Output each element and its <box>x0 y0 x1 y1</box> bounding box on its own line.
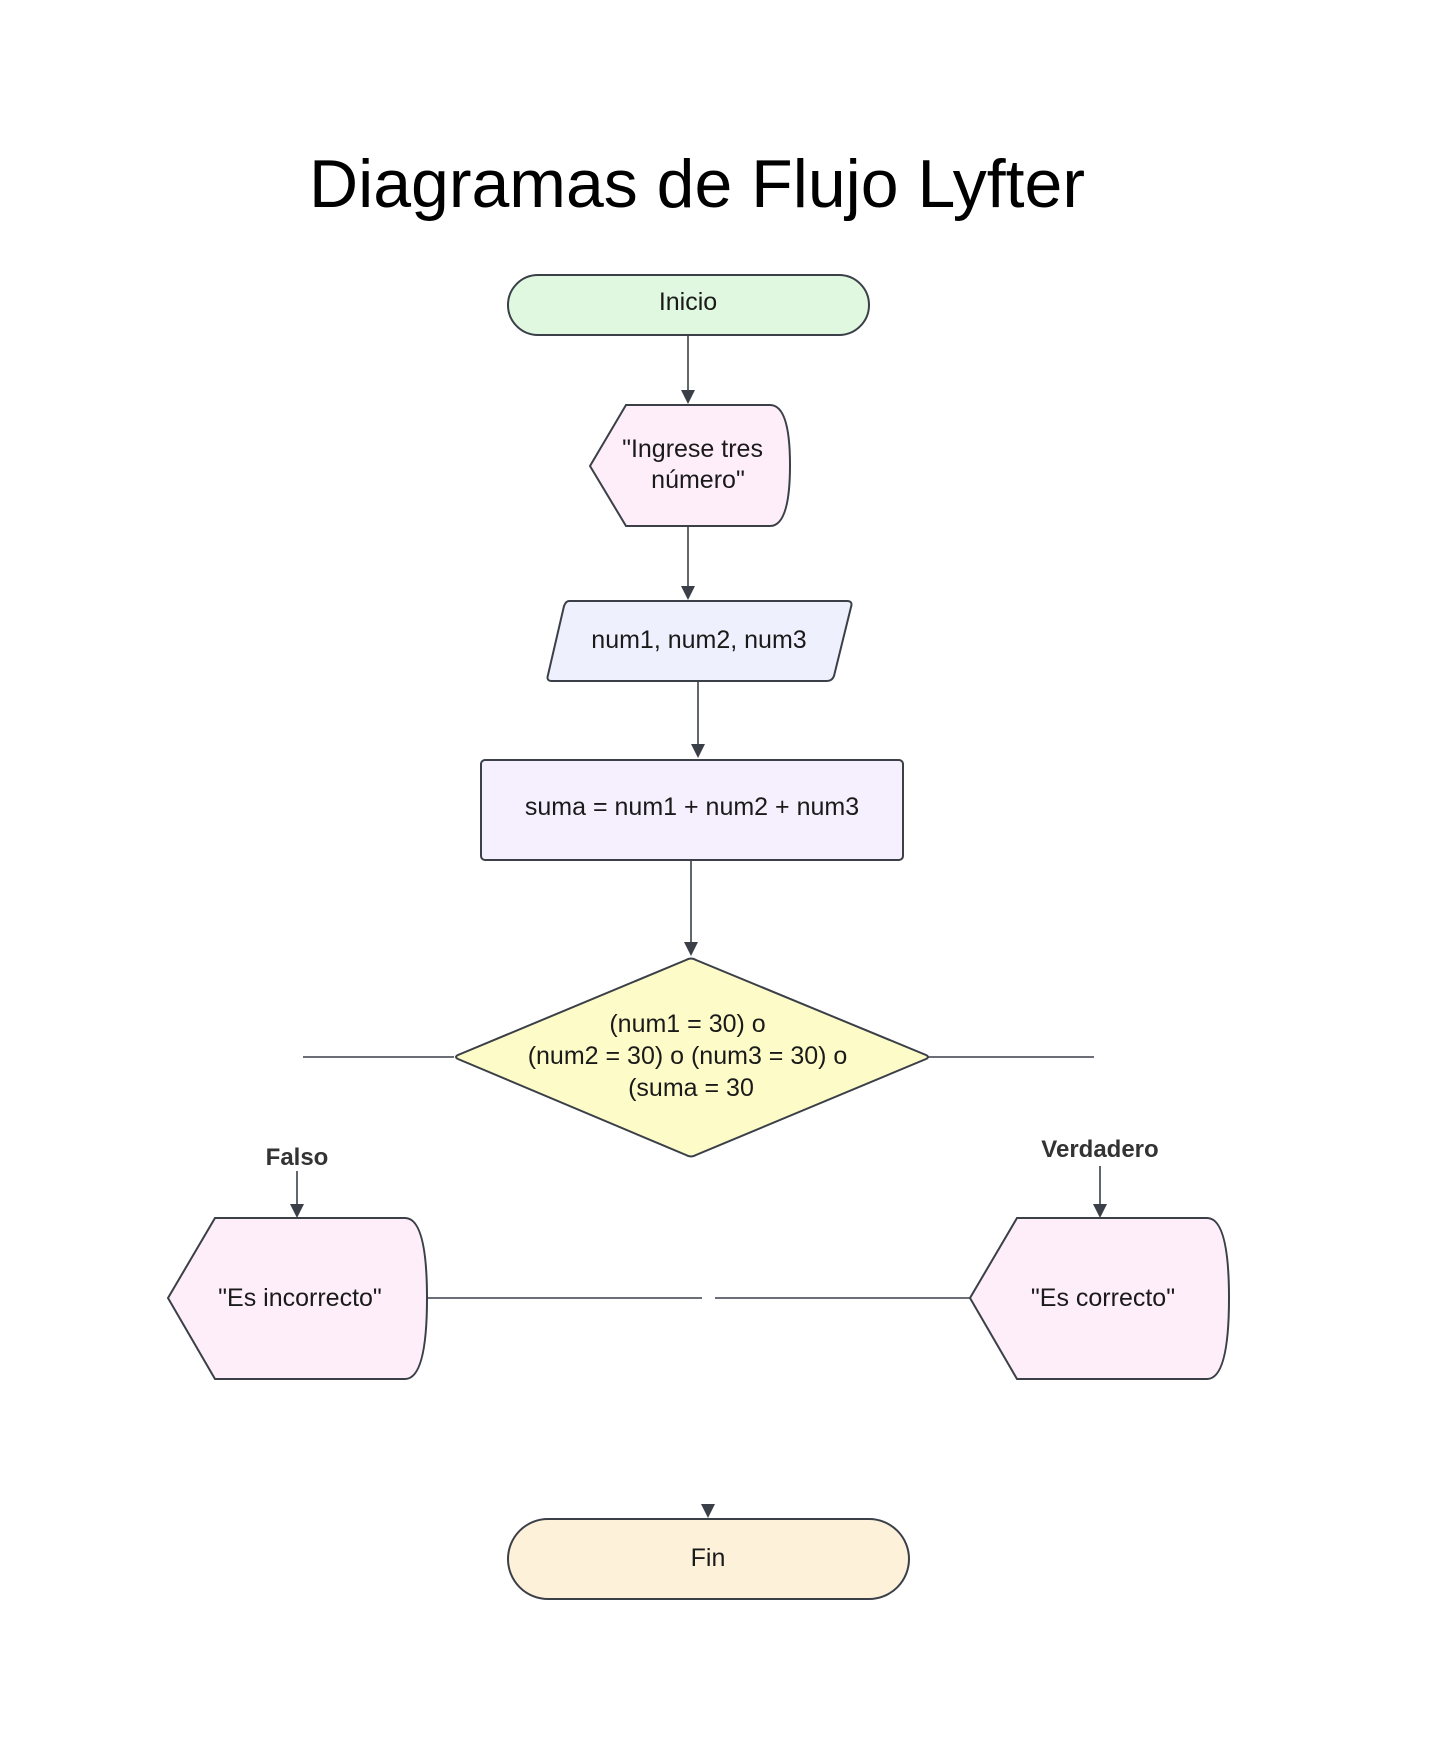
start-terminator-shape <box>507 274 870 336</box>
process-node: suma = num1 + num2 + num3 <box>480 759 904 861</box>
edge-label-false: Falso <box>266 1144 329 1171</box>
arrow-head <box>1093 1204 1107 1218</box>
decision-line-2: (num2 = 30) o (num3 = 30) o <box>528 1042 848 1070</box>
prompt-label: "Ingrese tres número" <box>622 435 770 494</box>
diagram-title: Diagramas de Flujo Lyfter <box>309 146 1085 222</box>
decision-line-3: (suma = 30 <box>628 1074 754 1102</box>
end-label: Fin <box>691 1544 726 1572</box>
process-shape <box>480 759 904 861</box>
end-terminator-shape <box>507 1518 910 1600</box>
decision-node: (num1 = 30) o (num2 = 30) o (num3 = 30) … <box>455 957 929 1158</box>
edge-label-true: Verdadero <box>1041 1136 1158 1163</box>
display-shape <box>588 404 792 527</box>
arrow-head <box>681 390 695 404</box>
prompt-display-node: "Ingrese tres número" <box>588 404 792 527</box>
edges <box>290 336 1107 1518</box>
decision-diamond-shape <box>455 957 929 1158</box>
display-shape <box>166 1217 429 1380</box>
decision-line-1: (num1 = 30) o <box>609 1010 765 1038</box>
input-label: num1, num2, num3 <box>591 626 806 654</box>
correct-label: "Es correcto" <box>1031 1284 1175 1312</box>
display-shape <box>968 1217 1231 1380</box>
input-parallelogram-shape <box>546 600 853 682</box>
incorrect-label: "Es incorrecto" <box>218 1284 382 1312</box>
arrow-head <box>290 1204 304 1218</box>
arrow-head <box>691 744 705 758</box>
correct-display-node: "Es correcto" <box>968 1217 1231 1380</box>
start-node: Inicio <box>507 274 870 336</box>
end-node: Fin <box>507 1518 910 1600</box>
decision-label: (num1 = 30) o (num2 = 30) o (num3 = 30) … <box>528 1010 855 1102</box>
input-node: num1, num2, num3 <box>546 600 853 682</box>
arrow-head <box>681 586 695 600</box>
arrow-head <box>701 1504 715 1518</box>
arrow-head <box>684 942 698 956</box>
process-label: suma = num1 + num2 + num3 <box>525 793 859 821</box>
prompt-line-2: número" <box>651 466 745 494</box>
incorrect-display-node: "Es incorrecto" <box>166 1217 429 1380</box>
start-label: Inicio <box>659 288 717 316</box>
prompt-line-1: "Ingrese tres <box>622 435 763 463</box>
